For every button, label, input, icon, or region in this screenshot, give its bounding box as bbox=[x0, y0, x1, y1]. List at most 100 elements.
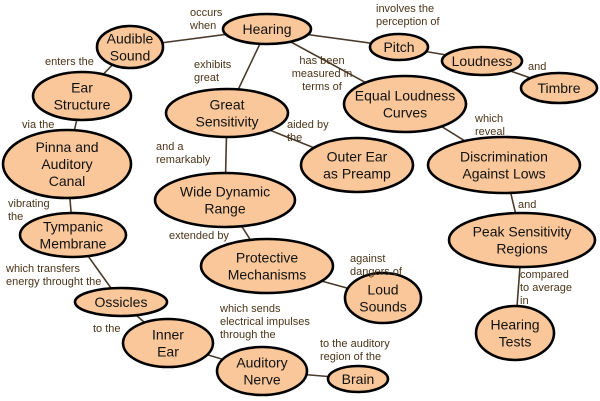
node-ellipse bbox=[342, 74, 468, 134]
node-ellipse bbox=[326, 364, 390, 394]
node-label-line: Tests bbox=[499, 334, 532, 350]
node-label-line: Mechanisms bbox=[228, 267, 307, 283]
link-label-line: which sends bbox=[219, 303, 281, 315]
node-label-line: Ear bbox=[157, 344, 179, 360]
node-label-line: Structure bbox=[54, 97, 111, 113]
link-label-line: remarkably bbox=[156, 154, 211, 166]
node-label-line: Audible bbox=[107, 31, 154, 47]
node-label-line: Against Lows bbox=[462, 166, 545, 182]
node-label: Timbre bbox=[537, 80, 580, 96]
node-label-line: Tympanic bbox=[43, 219, 103, 235]
node-label-line: Regions bbox=[496, 241, 547, 257]
node-label-line: Equal Loudness bbox=[355, 88, 455, 104]
node-brain[interactable]: Brain bbox=[326, 364, 390, 394]
link-label-line: great bbox=[194, 72, 219, 84]
node-label-line: Nerve bbox=[243, 372, 281, 388]
node-hearing[interactable]: Hearing bbox=[221, 12, 313, 46]
node-ellipse bbox=[426, 135, 582, 195]
node-label-line: Hearing bbox=[242, 21, 291, 37]
node-ellipse bbox=[343, 271, 423, 325]
node-ellipse bbox=[1, 128, 133, 200]
node-label-line: Sound bbox=[110, 48, 150, 64]
node-ellipse bbox=[215, 345, 309, 397]
node-label-line: Wide Dynamic bbox=[180, 184, 270, 200]
link-label-line: and a bbox=[156, 141, 184, 153]
node-label: Brain bbox=[342, 371, 375, 387]
node-label-line: Curves bbox=[383, 105, 427, 121]
node-label-line: Hearing bbox=[490, 317, 539, 333]
link-label-line: aided by bbox=[287, 119, 329, 131]
node-label: Loudness bbox=[452, 53, 513, 69]
node-timbre[interactable]: Timbre bbox=[519, 71, 599, 105]
link-label-line: involves the bbox=[376, 3, 434, 15]
node-ossicles[interactable]: Ossicles bbox=[73, 286, 169, 318]
link-label-line: in bbox=[520, 295, 529, 307]
node-ellipse bbox=[440, 45, 524, 77]
link-label-line: exhibits bbox=[194, 59, 232, 71]
node-label-line: Inner bbox=[152, 327, 184, 343]
node-ellipse bbox=[73, 286, 169, 318]
node-ellipse bbox=[18, 211, 128, 259]
node-label-line: Loudness bbox=[452, 53, 513, 69]
node-label-line: Auditory bbox=[236, 355, 287, 371]
node-label-line: Brain bbox=[342, 371, 375, 387]
link-label-line: to the bbox=[93, 323, 121, 335]
link-label-loudness-to-timbre: and bbox=[528, 61, 546, 73]
node-label-line: Sounds bbox=[359, 299, 406, 315]
node-label: Ossicles bbox=[95, 294, 148, 310]
link-label-line: has been bbox=[299, 55, 344, 67]
node-label-line: Sensitivity bbox=[195, 114, 258, 130]
link-label-line: and bbox=[518, 199, 536, 211]
node-label-line: Protective bbox=[236, 250, 298, 266]
link-label-line: enters the bbox=[45, 56, 94, 68]
link-label-line: the bbox=[8, 211, 23, 223]
node-loudness[interactable]: Loudness bbox=[440, 45, 524, 77]
node-ellipse bbox=[221, 12, 313, 46]
node-label-line: Pinna and bbox=[35, 139, 98, 155]
link-label-ear-structure-to-pinna-auditory-canal: via the bbox=[22, 119, 54, 131]
node-ellipse bbox=[474, 304, 556, 362]
node-label-line: Loud bbox=[367, 282, 398, 298]
node-label-line: Range bbox=[204, 201, 245, 217]
node-label-line: Ossicles bbox=[95, 294, 148, 310]
node-pitch[interactable]: Pitch bbox=[368, 32, 430, 62]
node-label-line: Ear bbox=[71, 80, 93, 96]
node-ellipse bbox=[121, 317, 215, 369]
node-label-line: as Preamp bbox=[323, 166, 391, 182]
link-label-line: which transfers bbox=[5, 263, 80, 275]
link-label-line: occurs bbox=[190, 7, 223, 19]
